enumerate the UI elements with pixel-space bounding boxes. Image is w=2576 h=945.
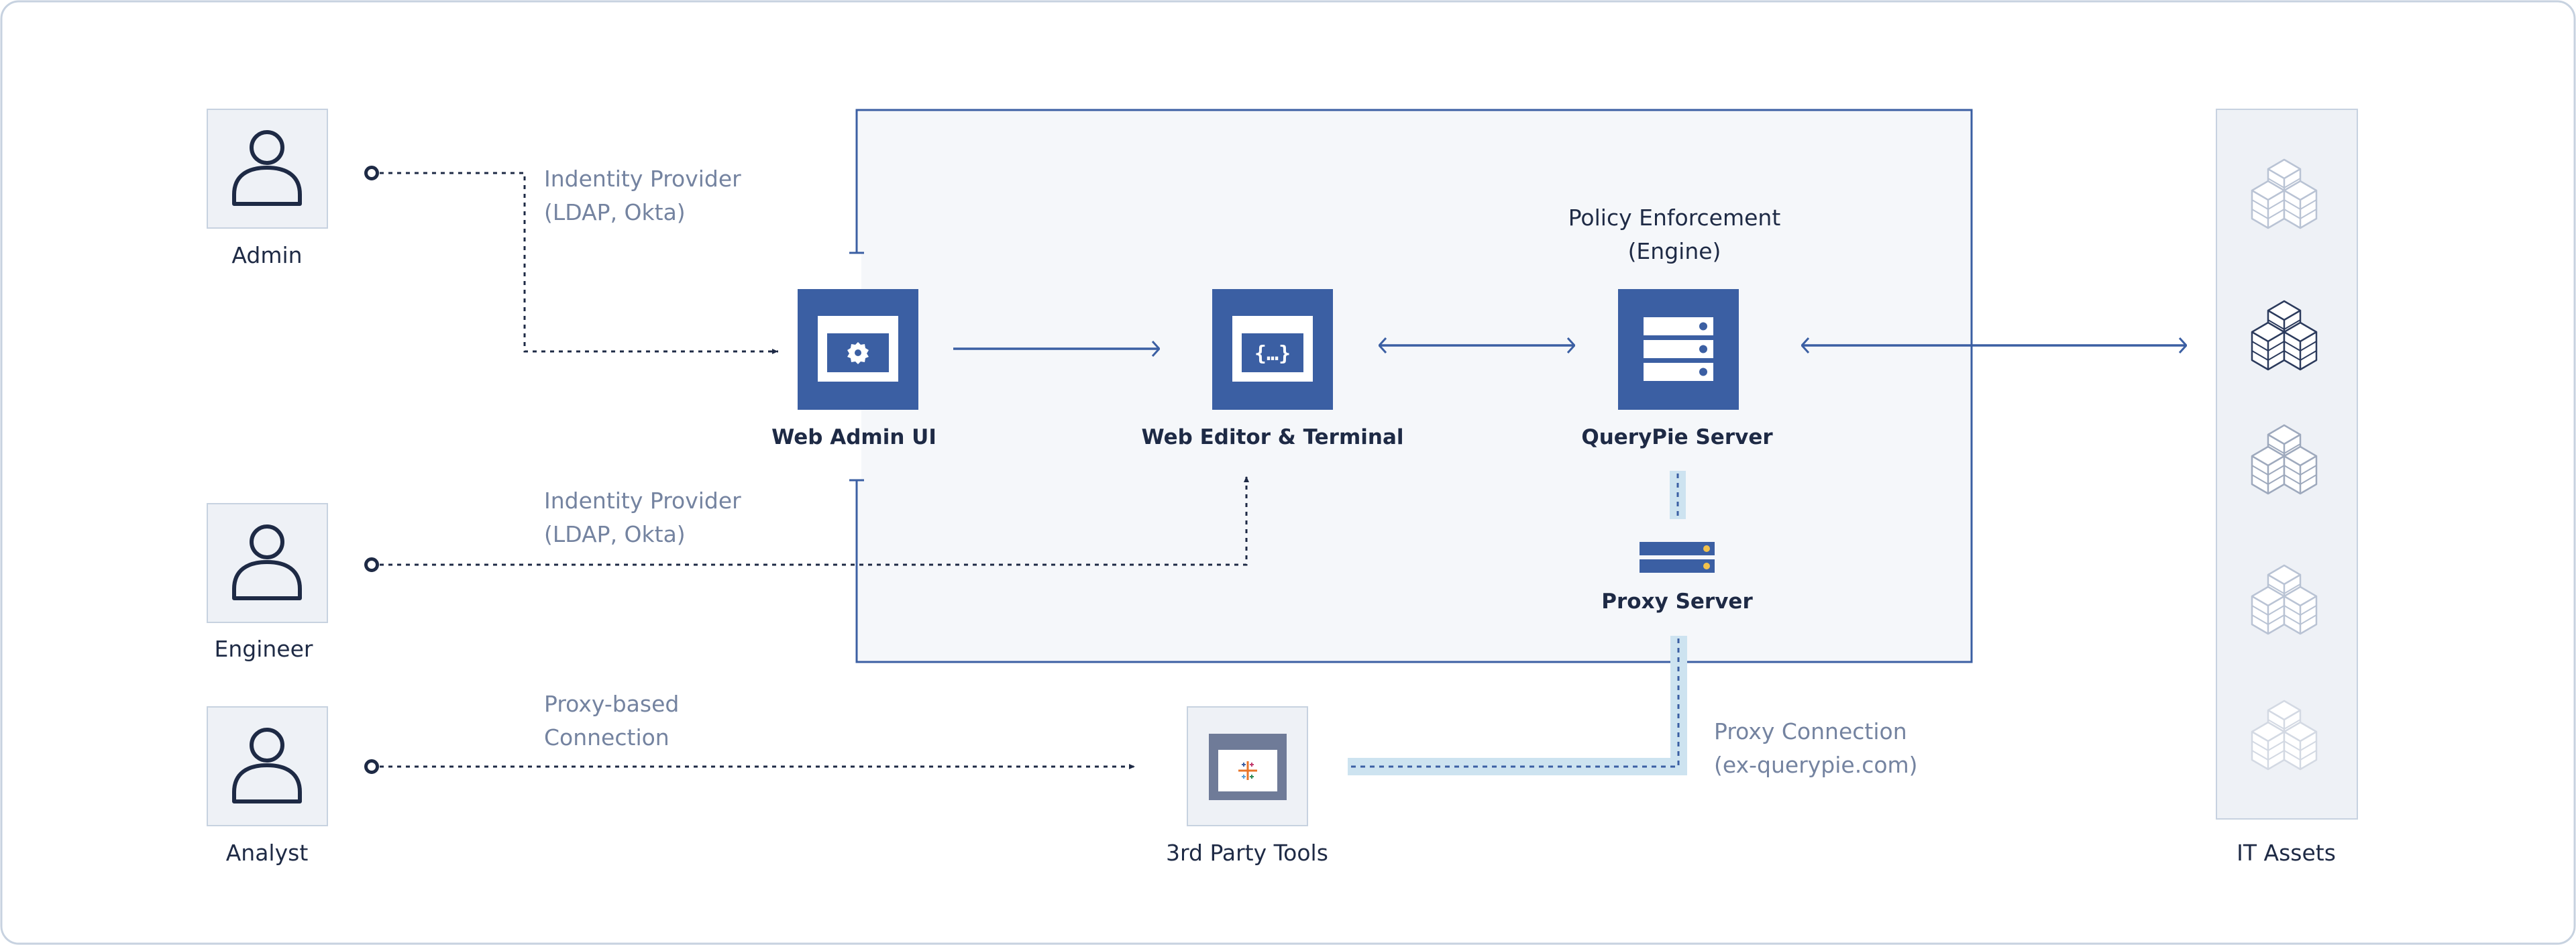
querypie-server-node[interactable]: [1618, 289, 1739, 410]
proxy-connection-label-1: Proxy Connection: [1714, 718, 1907, 744]
admin-idp-connection: [380, 172, 778, 354]
engineer-idp-label-1: Indentity Provider: [544, 488, 741, 514]
analyst-label: Analyst: [226, 840, 309, 866]
svg-text:{…}: {…}: [1254, 342, 1291, 366]
proxy-connection-band-horizontal: [1348, 758, 1687, 775]
admin-idp-label-1: Indentity Provider: [544, 166, 741, 192]
engineer-label: Engineer: [215, 636, 313, 662]
third-party-tools-label: 3rd Party Tools: [1166, 840, 1328, 866]
policy-enforcement-label-1: Policy Enforcement: [1568, 205, 1781, 231]
admin-idp-label-2: (LDAP, Okta): [544, 199, 686, 225]
proxy-server-label: Proxy Server: [1601, 590, 1753, 614]
admin-label: Admin: [231, 242, 302, 268]
proxy-server-icon: [1640, 542, 1715, 573]
proxy-connection-label-2: (ex-querypie.com): [1714, 752, 1918, 778]
analyst-proxy-label-2: Connection: [544, 724, 669, 751]
tableau-icon: [1209, 734, 1287, 800]
code-window-icon: {…}: [1232, 316, 1313, 382]
engineer-idp-label-2: (LDAP, Okta): [544, 521, 686, 547]
actor-analyst[interactable]: [207, 706, 328, 826]
third-party-tools-node[interactable]: [1187, 706, 1308, 826]
web-admin-ui-label: Web Admin UI: [771, 425, 936, 449]
admin-connector-dot: [364, 166, 379, 180]
it-assets-label: IT Assets: [2237, 840, 2336, 866]
gear-window-icon: [818, 316, 898, 382]
web-editor-terminal-node[interactable]: {…}: [1212, 289, 1333, 410]
querypie-server-label: QueryPie Server: [1581, 425, 1773, 449]
analyst-proxy-label-1: Proxy-based: [544, 691, 679, 717]
it-assets-column[interactable]: [2216, 109, 2358, 820]
policy-enforcement-label-2: (Engine): [1628, 238, 1721, 264]
engineer-connector-dot: [364, 557, 379, 572]
analyst-connector-dot: [364, 759, 379, 774]
server-stack-icon: [1644, 317, 1713, 381]
web-editor-terminal-label: Web Editor & Terminal: [1142, 425, 1404, 449]
actor-admin[interactable]: [207, 109, 328, 229]
engineer-idp-connection: [380, 476, 1249, 566]
proxy-server-node[interactable]: [1640, 542, 1715, 573]
web-admin-ui-node[interactable]: [798, 289, 918, 410]
actor-engineer[interactable]: [207, 503, 328, 623]
querypie-platform-panel: [855, 109, 1973, 663]
